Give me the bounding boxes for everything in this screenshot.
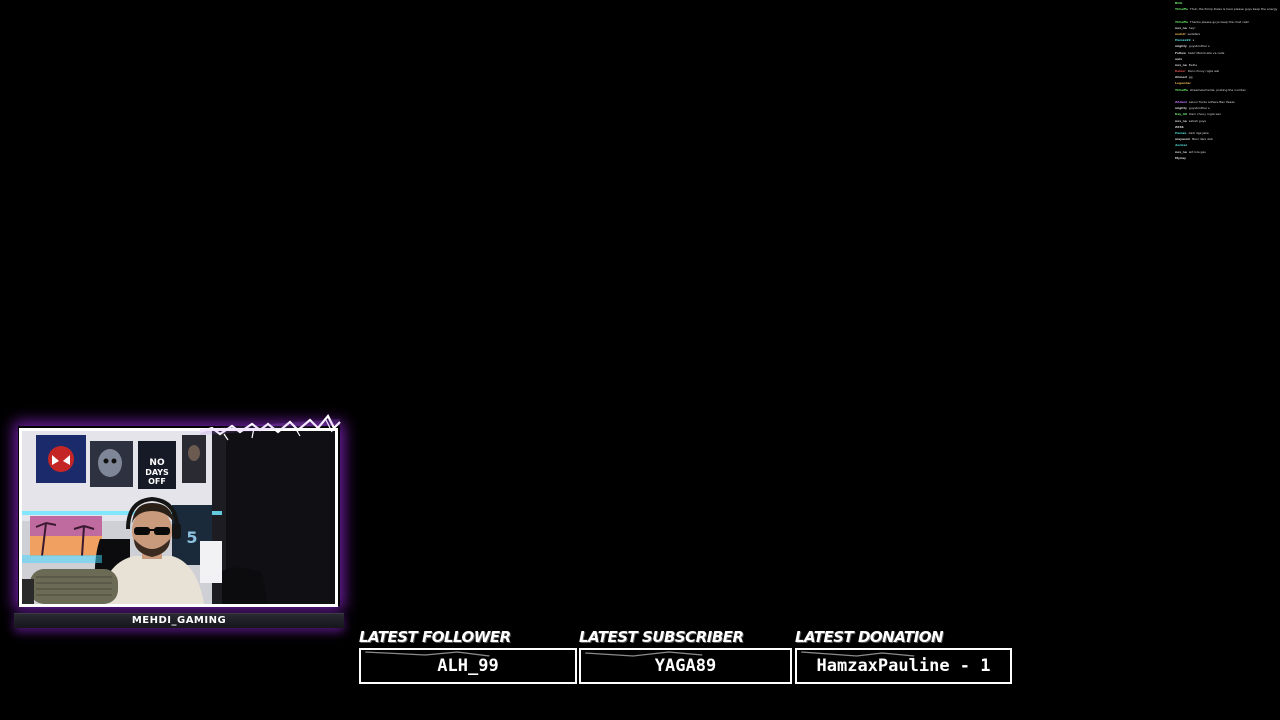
chat-message: ouls — [1173, 56, 1278, 62]
chat-username: Kaiser — [1175, 69, 1186, 74]
latest-donation-panel: LATEST DONATION HamzaxPauline - 1 — [795, 626, 1012, 684]
svg-text:5: 5 — [186, 528, 197, 547]
chat-username: Hamza99 — [1175, 38, 1191, 43]
scratch-decoration — [365, 651, 490, 657]
chat-text: s — [1192, 38, 1195, 43]
chat-username: BOG — [1175, 1, 1183, 5]
chat-username: TCheffe — [1175, 87, 1188, 92]
chat-username: ZXSS — [1175, 124, 1184, 129]
chat-text: sadafeni — [1187, 31, 1201, 36]
chat-username: Mynay — [1175, 155, 1186, 160]
scratch-decoration — [801, 651, 915, 657]
chat-username: Hamza — [1175, 130, 1187, 135]
latest-donation-value: HamzaxPauline - 1 — [816, 656, 991, 676]
chat-username: mayassir — [1175, 137, 1191, 142]
latest-subscriber-value: YAGA89 — [654, 656, 717, 676]
latest-follower-panel: LATEST FOLLOWER ALH_99 — [359, 626, 577, 684]
chat-username: Fellow — [1175, 50, 1186, 55]
chat-text: gg — [1188, 75, 1193, 80]
chat-username: mehdi — [1175, 31, 1186, 36]
chat-username: nox_na — [1175, 62, 1187, 67]
chat-username: donkaz — [1175, 143, 1188, 148]
microphone — [22, 569, 118, 604]
chat-text: Laluoi Tucks adhere Ben Pesas — [1188, 100, 1235, 104]
chat-message: BOG — [1173, 0, 1278, 6]
chat-text: Dani chouy rogla wel — [1187, 69, 1220, 74]
chat-text: streamelements, posting the number — [1189, 87, 1246, 92]
svg-text:OFF: OFF — [148, 477, 166, 486]
latest-follower-value: ALH_99 — [437, 656, 499, 676]
webcam-frame: NO DAYS OFF 5 — [19, 428, 338, 607]
chat-text: Dani chouy rogla wel — [1189, 112, 1221, 117]
chat-username: ouls — [1175, 56, 1183, 61]
chat-username: TCheffe — [1175, 19, 1188, 24]
chat-username: Legendar — [1175, 81, 1191, 86]
spider-poster — [36, 435, 86, 483]
chat-text: Beni dani deb — [1192, 137, 1213, 142]
chat-message: Legendar — [1173, 80, 1278, 86]
chat-username: nox_na — [1175, 118, 1187, 123]
streamer — [100, 496, 204, 604]
chat-message: donkaz — [1173, 142, 1278, 148]
scratch-decoration — [585, 651, 703, 657]
latest-subscriber-label: LATEST SUBSCRIBER — [579, 628, 744, 646]
webcam-panel: NO DAYS OFF 5 — [14, 410, 344, 632]
chat-text: Bellle — [1188, 62, 1198, 67]
latest-subscriber-panel: LATEST SUBSCRIBER YAGA89 — [579, 626, 792, 684]
chat-username: mighty — [1175, 44, 1187, 49]
chat-text: Thanks please guys keep the chat calm — [1189, 19, 1250, 24]
latest-donation-box: HamzaxPauline - 1 — [795, 648, 1012, 684]
latest-donation-label: LATEST DONATION — [795, 628, 944, 646]
chat-text: wit lola gas — [1188, 149, 1206, 154]
webcam-name-bar — [14, 613, 344, 628]
channel-name: MEHDI_GAMING — [131, 615, 227, 626]
chat-text: hey! — [1188, 25, 1196, 30]
ghost-poster — [90, 441, 133, 487]
latest-subscriber-box: YAGA89 — [579, 648, 792, 684]
svg-text:NO: NO — [149, 458, 165, 468]
chat-text: Salut Mehdi elle va celle — [1187, 50, 1225, 55]
figure-poster — [182, 435, 206, 483]
chat-text: dadi dga Jeke — [1188, 130, 1209, 135]
chat-text: sabah guys — [1188, 118, 1206, 123]
chat-username: nox_na — [1175, 25, 1187, 30]
svg-text:DAYS: DAYS — [145, 468, 169, 477]
no-days-off-poster: NO DAYS OFF — [138, 441, 176, 489]
chat-username: Ahmed — [1175, 75, 1187, 80]
chat-username: ZAdani — [1175, 100, 1187, 104]
chat-username: Kay_All — [1175, 112, 1188, 117]
chat-message: ZXSS — [1173, 124, 1278, 130]
latest-follower-label: LATEST FOLLOWER — [359, 628, 511, 646]
chat-username: TCheffe — [1175, 7, 1188, 12]
electric-spark-decoration — [199, 414, 341, 441]
chat-text: Thut, the Pomp Rules is here please guys… — [1189, 7, 1278, 12]
chat-username: nox_na — [1175, 149, 1187, 154]
webcam-feed: NO DAYS OFF 5 — [22, 431, 335, 604]
chat-text: guysbrother s — [1188, 106, 1210, 111]
chat-text: guysbrother s — [1188, 44, 1210, 49]
latest-follower-box: ALH_99 — [359, 648, 577, 684]
chat-username: mighty — [1175, 106, 1187, 111]
chat-message: Mynay — [1173, 155, 1278, 161]
